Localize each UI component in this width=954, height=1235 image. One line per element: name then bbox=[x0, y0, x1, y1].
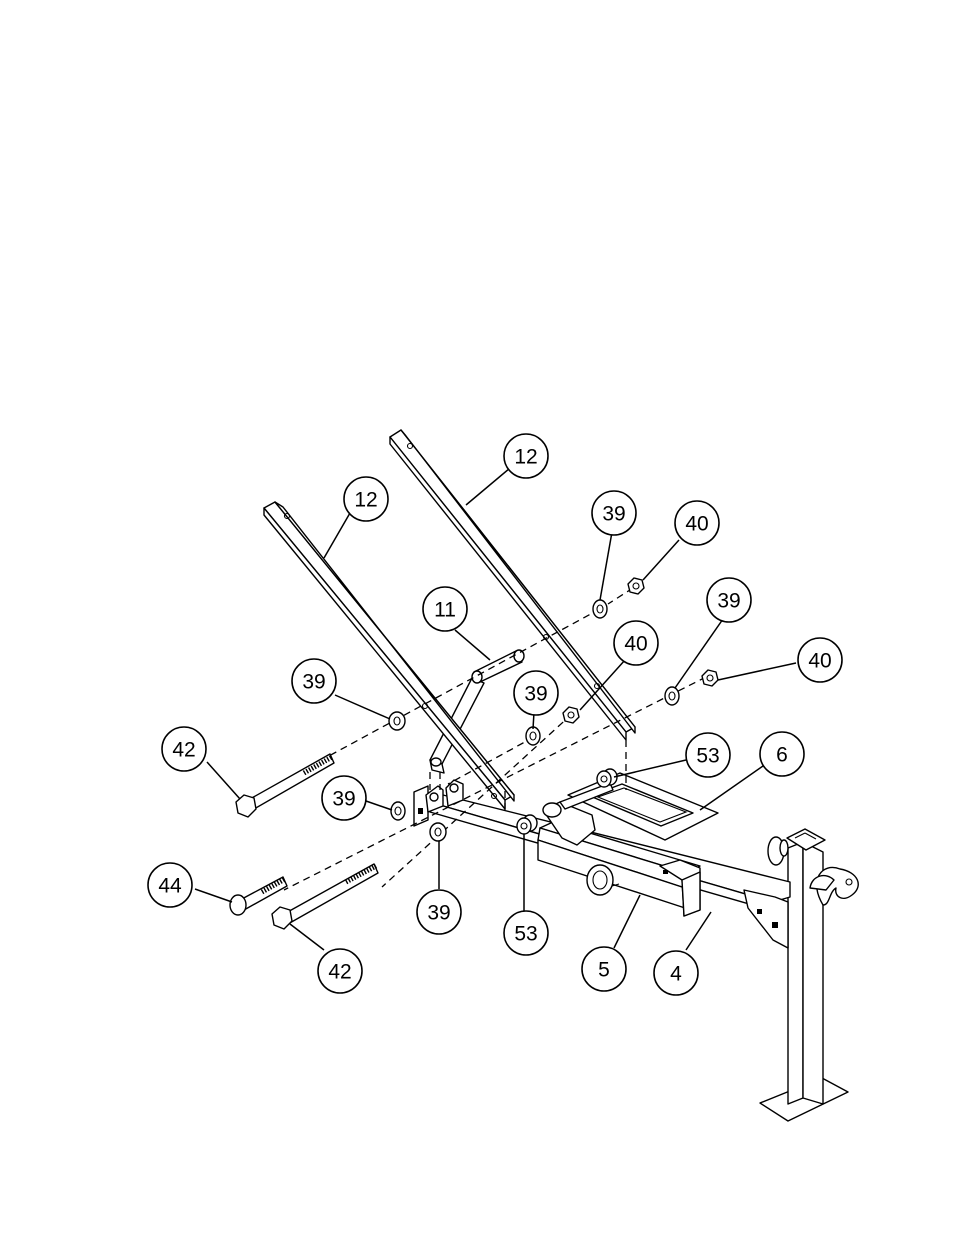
bushing-53-a bbox=[597, 769, 617, 787]
callout-layer: 12 12 39 40 39 40 11 40 39 39 42 53 6 39 44 39 53 5 4 42 bbox=[148, 434, 842, 995]
callout-39: 39 bbox=[592, 491, 636, 535]
callout-42: 42 bbox=[162, 727, 206, 771]
callout-39: 39 bbox=[322, 776, 366, 820]
nut-40-b bbox=[702, 670, 718, 686]
callout-39: 39 bbox=[417, 890, 461, 934]
callout-label: 42 bbox=[328, 961, 351, 984]
callout-40: 40 bbox=[675, 501, 719, 545]
callout-label: 39 bbox=[302, 671, 325, 694]
callout-label: 39 bbox=[717, 590, 740, 613]
callout-39: 39 bbox=[292, 659, 336, 703]
callout-11: 11 bbox=[423, 587, 467, 631]
callout-label: 44 bbox=[158, 875, 182, 898]
callout-6: 6 bbox=[760, 732, 804, 776]
callout-42: 42 bbox=[318, 949, 362, 993]
callout-label: 4 bbox=[670, 963, 682, 986]
callout-label: 12 bbox=[514, 446, 537, 469]
callout-5: 5 bbox=[582, 947, 626, 991]
callout-4: 4 bbox=[654, 951, 698, 995]
bolt-42-upper bbox=[236, 754, 334, 817]
callout-label: 39 bbox=[602, 503, 625, 526]
callout-53: 53 bbox=[504, 911, 548, 955]
callout-40: 40 bbox=[798, 638, 842, 682]
nut-40-a bbox=[628, 578, 644, 594]
callout-label: 12 bbox=[354, 489, 377, 512]
callout-40: 40 bbox=[614, 621, 658, 665]
washer-39-d bbox=[389, 712, 405, 730]
callout-label: 40 bbox=[808, 650, 831, 673]
washer-39-e bbox=[391, 802, 405, 820]
callout-53: 53 bbox=[686, 733, 730, 777]
washer-39-a bbox=[593, 600, 607, 618]
washer-39-f bbox=[430, 823, 446, 841]
nut-40-c bbox=[563, 707, 579, 723]
callout-12: 12 bbox=[504, 434, 548, 478]
callout-label: 39 bbox=[524, 683, 547, 706]
callout-label: 53 bbox=[514, 923, 537, 946]
callout-label: 11 bbox=[434, 599, 456, 622]
callout-label: 40 bbox=[624, 633, 647, 656]
callout-39: 39 bbox=[514, 671, 558, 715]
callout-label: 40 bbox=[685, 513, 708, 536]
callout-label: 6 bbox=[776, 744, 788, 767]
callout-label: 5 bbox=[598, 959, 610, 982]
callout-label: 39 bbox=[332, 788, 355, 811]
bolt-42-lower bbox=[272, 864, 378, 929]
callout-12: 12 bbox=[344, 477, 388, 521]
callout-label: 42 bbox=[172, 739, 195, 762]
post-knob bbox=[768, 837, 788, 865]
callout-label: 53 bbox=[696, 745, 719, 768]
callout-39: 39 bbox=[707, 578, 751, 622]
washer-39-b bbox=[665, 687, 679, 705]
callout-label: 39 bbox=[427, 902, 450, 925]
washer-39-c bbox=[526, 727, 540, 745]
callout-44: 44 bbox=[148, 863, 192, 907]
